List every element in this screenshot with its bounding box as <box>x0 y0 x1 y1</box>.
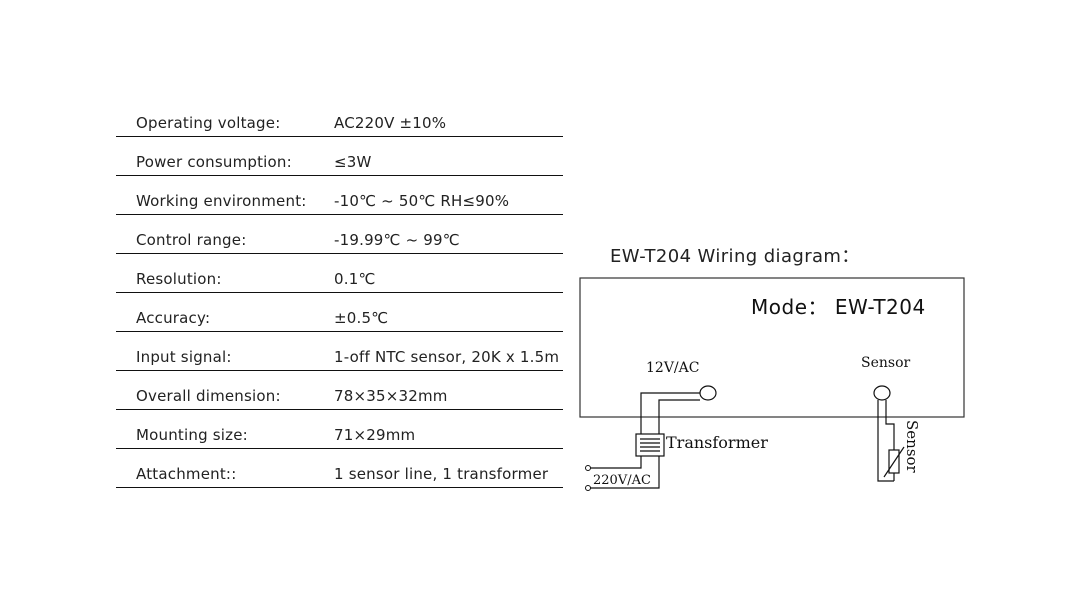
spec-label: Working environment: <box>136 192 307 210</box>
spec-label: Input signal: <box>136 348 232 366</box>
transformer-label: Transformer <box>666 433 768 452</box>
spec-row-resolution: Resolution: 0.1℃ <box>116 254 563 293</box>
power-terminal-label: 12V/AC <box>646 360 699 376</box>
spec-row-working-environment: Working environment: -10℃ ~ 50℃ RH≤90% <box>116 176 563 215</box>
mains-label: 220V/AC <box>593 473 651 488</box>
sensor-wires <box>877 400 895 482</box>
sensor-terminal-label: Sensor <box>861 355 911 371</box>
spec-label: Control range: <box>136 231 247 249</box>
spec-row-attachment: Attachment:: 1 sensor line, 1 transforme… <box>116 449 563 488</box>
spec-value: 0.1℃ <box>334 270 376 288</box>
spec-row-control-range: Control range: -19.99℃ ~ 99℃ <box>116 215 563 254</box>
sensor-probe-label: Sensor <box>903 420 921 474</box>
spec-row-operating-voltage: Operating voltage: AC220V ±10% <box>116 98 563 137</box>
spec-value: ±0.5℃ <box>334 309 389 327</box>
spec-label: Power consumption: <box>136 153 292 171</box>
spec-label: Accuracy: <box>136 309 211 327</box>
spec-value: AC220V ±10% <box>334 114 447 132</box>
mains-terminal-icon <box>585 465 591 471</box>
power-terminal-icon <box>699 385 717 401</box>
power-wires <box>640 392 700 434</box>
sensor-terminal-icon <box>873 385 891 401</box>
spec-row-mounting-size: Mounting size: 71×29mm <box>116 410 563 449</box>
spec-label: Resolution: <box>136 270 222 288</box>
spec-value: 1 sensor line, 1 transformer <box>334 465 549 483</box>
thermistor-icon <box>883 446 905 478</box>
transformer-icon <box>635 433 665 457</box>
diagram-title: EW-T204 Wiring diagram： <box>610 246 860 267</box>
spec-label: Overall dimension: <box>136 387 281 405</box>
spec-value: -19.99℃ ~ 99℃ <box>334 231 460 249</box>
spec-value: 71×29mm <box>334 426 416 444</box>
spec-label: Mounting size: <box>136 426 248 444</box>
controller-box <box>579 277 965 418</box>
spec-row-input-signal: Input signal: 1-off NTC sensor, 20K x 1.… <box>116 332 563 371</box>
spec-value: ≤3W <box>334 153 372 171</box>
spec-row-accuracy: Accuracy: ±0.5℃ <box>116 293 563 332</box>
mains-terminal-icon <box>585 485 591 491</box>
spec-value: 1-off NTC sensor, 20K x 1.5m <box>334 348 560 366</box>
spec-value: 78×35×32mm <box>334 387 448 405</box>
spec-value: -10℃ ~ 50℃ RH≤90% <box>334 192 510 210</box>
mode-label: Mode： EW-T204 <box>751 295 926 319</box>
spec-table: Operating voltage: AC220V ±10% Power con… <box>116 98 563 488</box>
mains-wires <box>590 456 660 489</box>
spec-row-overall-dimension: Overall dimension: 78×35×32mm <box>116 371 563 410</box>
spec-label: Attachment:: <box>136 465 237 483</box>
spec-label: Operating voltage: <box>136 114 281 132</box>
spec-row-power-consumption: Power consumption: ≤3W <box>116 137 563 176</box>
